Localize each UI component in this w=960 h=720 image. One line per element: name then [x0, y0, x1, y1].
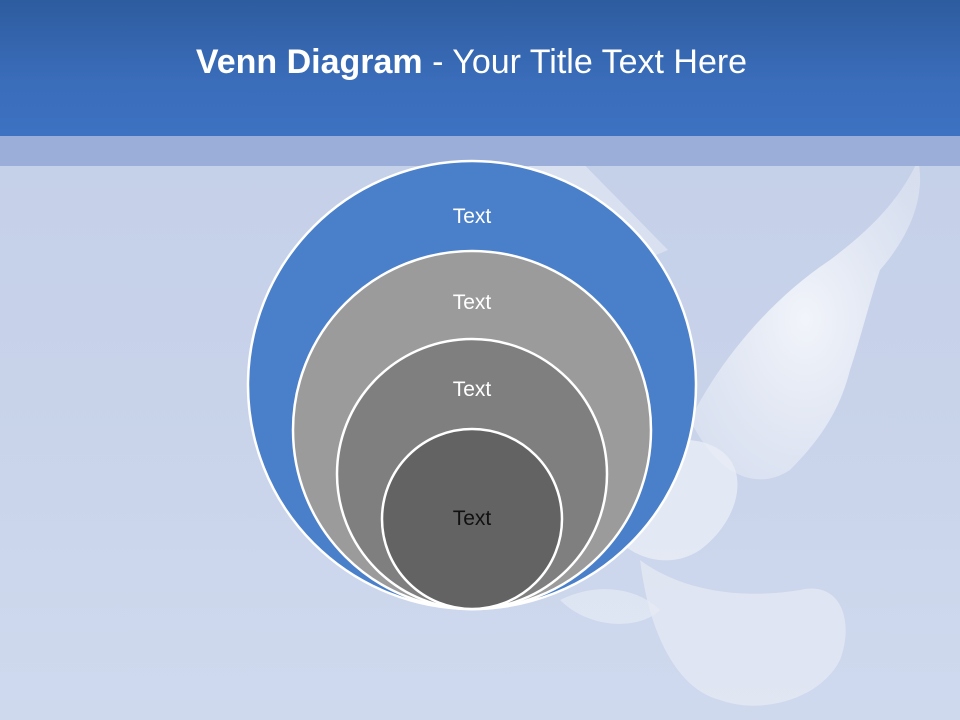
venn-label-second: Text — [452, 291, 492, 314]
title-rest-part: - Your Title Text Here — [422, 43, 748, 81]
title-bar: Venn Diagram - Your Title Text Here — [0, 0, 960, 136]
title-bold-part: Venn Diagram — [195, 43, 423, 81]
venn-label-outer: Text — [452, 205, 492, 228]
venn-circle-inner[interactable] — [380, 427, 564, 611]
venn-label-inner: Text — [452, 507, 492, 530]
venn-label-third: Text — [452, 378, 492, 401]
slide-title: Venn Diagram - Your Title Text Here — [0, 40, 943, 84]
